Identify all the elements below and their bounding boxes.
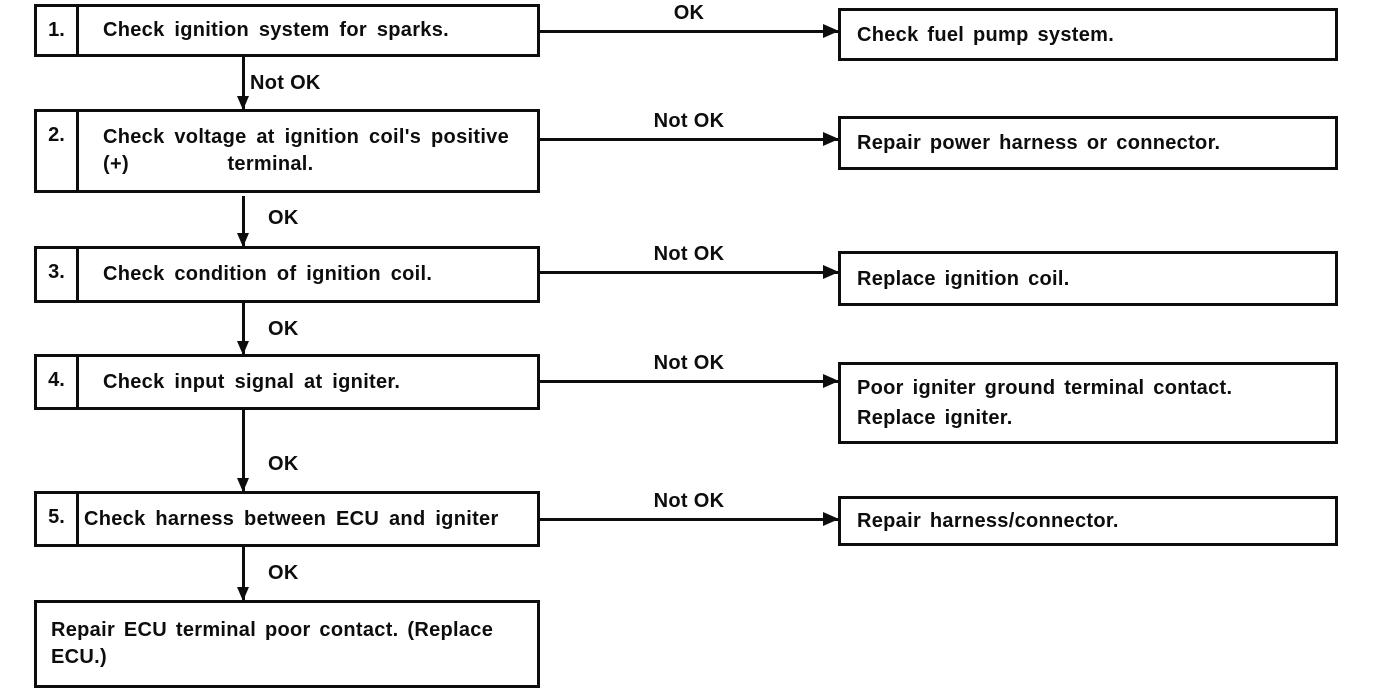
arrow-down-icon <box>237 96 249 110</box>
flow-label-1: Not OK <box>250 72 321 94</box>
result-5-text: Repair harness/connector. <box>857 510 1119 532</box>
branch-label-3: Not OK <box>653 243 725 265</box>
flow-label-2: OK <box>268 207 299 229</box>
connector-step-1-result: OK <box>540 2 839 38</box>
step-4-text: Check input signal at igniter. <box>103 370 401 393</box>
arrow-right-icon <box>823 512 839 526</box>
flow-label-4: OK <box>268 453 299 475</box>
connector-step-3-result: Not OK <box>540 243 839 279</box>
result-4-box: Poor igniter ground terminal contact. Re… <box>838 362 1338 444</box>
step-3-number: 3. <box>37 249 79 300</box>
step-5-number: 5. <box>37 494 79 544</box>
arrow-down-icon <box>237 587 249 601</box>
connector-step-4-result: Not OK <box>540 352 839 388</box>
arrow-line-right-4 <box>540 374 839 388</box>
step-4-box: 4. Check input signal at igniter. <box>34 354 540 410</box>
arrow-line-right-1 <box>540 24 839 38</box>
flow-line-3-4 <box>237 303 249 355</box>
step-5-box: 5. Check harness between ECU and igniter <box>34 491 540 547</box>
result-2-text: Repair power harness or connector. <box>857 132 1221 154</box>
result-5-box: Repair harness/connector. <box>838 496 1338 546</box>
arrow-right-icon <box>823 265 839 279</box>
final-step-box: Repair ECU terminal poor contact. (Repla… <box>34 600 540 688</box>
result-3-box: Replace ignition coil. <box>838 251 1338 306</box>
flow-line-1-2 <box>237 57 249 110</box>
step-4-number: 4. <box>37 357 79 407</box>
step-1-text: Check ignition system for sparks. <box>103 19 449 41</box>
result-4-text: Poor igniter ground terminal contact. Re… <box>857 377 1233 429</box>
arrow-down-icon <box>237 341 249 355</box>
result-1-box: Check fuel pump system. <box>838 8 1338 61</box>
step-3-box: 3. Check condition of ignition coil. <box>34 246 540 303</box>
branch-label-5: Not OK <box>653 490 725 512</box>
flow-label-5: OK <box>268 562 299 584</box>
arrow-line-right-3 <box>540 265 839 279</box>
result-3-text: Replace ignition coil. <box>857 267 1070 290</box>
flow-line-4-5 <box>237 410 249 492</box>
connector-step-2-result: Not OK <box>540 110 839 146</box>
branch-label-1: OK <box>673 2 705 24</box>
branch-label-2: Not OK <box>653 110 725 132</box>
step-5-text: Check harness between ECU and igniter <box>84 507 499 530</box>
flow-line-5-final <box>237 547 249 601</box>
arrow-right-icon <box>823 374 839 388</box>
flow-line-2-3 <box>237 196 249 247</box>
connector-step-5-result: Not OK <box>540 490 839 526</box>
flow-label-3: OK <box>268 318 299 340</box>
step-2-box: 2. Check voltage at ignition coil's posi… <box>34 109 540 193</box>
final-step-text: Repair ECU terminal poor contact. (Repla… <box>51 619 494 668</box>
branch-label-4: Not OK <box>653 352 725 374</box>
arrow-right-icon <box>823 24 839 38</box>
step-1-number: 1. <box>37 7 79 54</box>
step-1-box: 1. Check ignition system for sparks. <box>34 4 540 57</box>
arrow-line-right-5 <box>540 512 839 526</box>
result-2-box: Repair power harness or connector. <box>838 116 1338 170</box>
step-2-text: Check voltage at ignition coil's positiv… <box>103 126 510 175</box>
arrow-line-right-2 <box>540 132 839 146</box>
step-2-number: 2. <box>37 112 79 190</box>
result-1-text: Check fuel pump system. <box>857 23 1115 46</box>
arrow-down-icon <box>237 478 249 492</box>
step-3-text: Check condition of ignition coil. <box>103 263 433 285</box>
arrow-right-icon <box>823 132 839 146</box>
arrow-down-icon <box>237 233 249 247</box>
